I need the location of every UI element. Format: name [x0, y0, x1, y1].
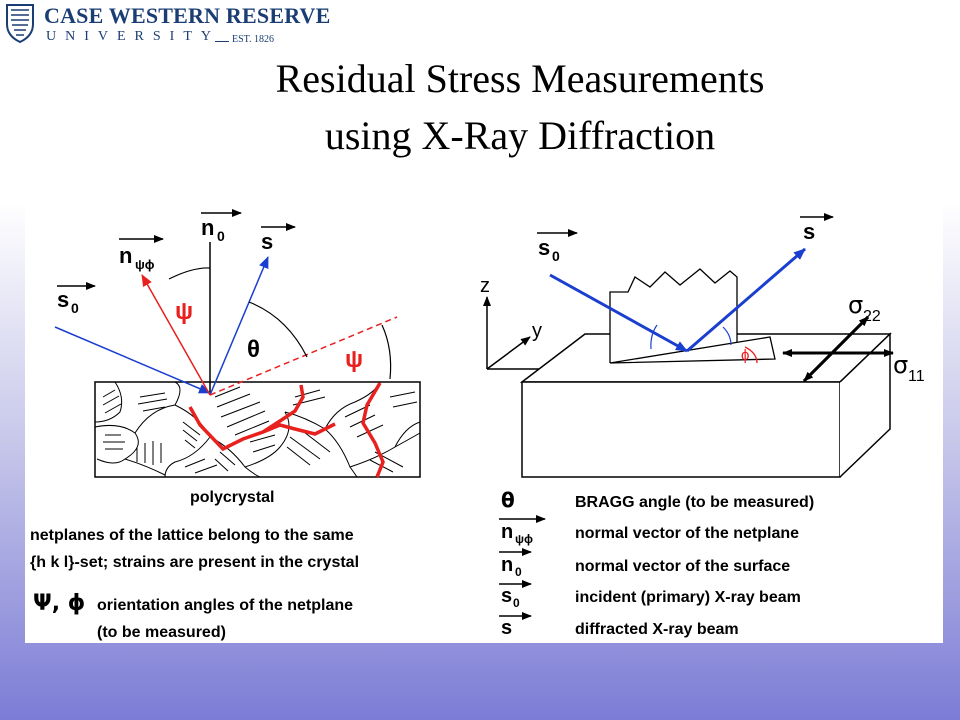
title-line-2: using X-Ray Diffraction [324, 113, 716, 158]
diffracted-beam-right [686, 247, 806, 353]
label-n0: n 0 [201, 209, 242, 244]
legend: θ BRAGG angle (to be measured) n ψϕ norm… [499, 488, 814, 639]
diffraction-plane [609, 268, 738, 363]
svg-text:s: s [261, 229, 273, 254]
diffracted-angle-arc [722, 326, 732, 346]
incident-angle-arc [650, 324, 658, 350]
svg-text:s: s [538, 235, 550, 260]
logo-name: CASE WESTERN RESERVE [44, 3, 331, 28]
svg-text:n: n [501, 554, 513, 576]
svg-text:s: s [501, 617, 512, 639]
svg-text:normal vector of the netplane: normal vector of the netplane [575, 525, 799, 542]
grain-boundaries [94, 381, 421, 478]
polycrystal-caption: polycrystal [190, 489, 274, 506]
svg-text:s: s [501, 585, 512, 607]
logo-university: UNIVERSITY [46, 29, 220, 44]
svg-text:0: 0 [552, 248, 560, 264]
svg-text:s: s [57, 287, 69, 312]
svg-text:normal vector of the surface: normal vector of the surface [575, 558, 790, 575]
legend-item-s0: s 0 incident (primary) X-ray beam [499, 580, 801, 610]
svg-text:0: 0 [217, 228, 225, 244]
svg-text:σ: σ [893, 351, 908, 379]
svg-text:ψϕ: ψϕ [515, 532, 533, 546]
label-psi-right: ψ [345, 346, 363, 373]
axis-label-y: y [532, 320, 542, 342]
logo-shield-icon [6, 4, 34, 44]
label-s0: s 0 [57, 282, 96, 316]
diffracted-beam [209, 256, 269, 396]
svg-text:11: 11 [908, 368, 925, 385]
specimen-diagram: z y x ϕ σ 22 σ 11 s 0 [480, 213, 925, 478]
orientation-note-line-2: (to be measured) [97, 624, 226, 641]
svg-text:ψϕ: ψϕ [135, 257, 155, 272]
incident-beam-right [549, 273, 688, 353]
psi-arc-upper [168, 267, 211, 280]
phi-arc [744, 346, 758, 364]
netplanes-note-line-2: {h k l}-set; strains are present in the … [30, 554, 359, 571]
svg-text:0: 0 [71, 300, 79, 316]
label-phi: ϕ [741, 347, 749, 364]
specimen-side-face [839, 332, 891, 478]
legend-item-theta: θ BRAGG angle (to be measured) [501, 488, 814, 512]
label-sigma11: σ 11 [893, 351, 925, 385]
legend-item-s: s diffracted X-ray beam [499, 612, 739, 639]
legend-item-n0: n 0 normal vector of the surface [499, 548, 790, 579]
svg-text:0: 0 [513, 596, 520, 610]
y-axis [486, 336, 531, 370]
university-logo: CASE WESTERN RESERVE UNIVERSITY EST. 182… [0, 0, 330, 52]
svg-text:θ: θ [501, 488, 515, 512]
title-line-1: Residual Stress Measurements [275, 56, 765, 101]
label-sigma22: σ 22 [848, 291, 881, 325]
label-n-psi-phi: n ψϕ [119, 235, 164, 272]
logo-est: EST. 1826 [232, 34, 275, 45]
orientation-note-line-1: orientation angles of the netplane [97, 597, 353, 614]
svg-text:22: 22 [863, 308, 881, 325]
tilted-plane-dashed [209, 316, 398, 396]
label-s0-right: s 0 [537, 229, 578, 264]
svg-text:incident (primary) X-ray beam: incident (primary) X-ray beam [575, 589, 801, 606]
svg-text:n: n [201, 215, 214, 240]
figure-svg: n ψϕ n 0 s s 0 ψ θ ψ polycrystal netplan… [30, 209, 925, 641]
svg-text:0: 0 [515, 565, 522, 579]
sigma22-arrow-b [802, 315, 870, 383]
svg-text:s: s [803, 219, 815, 244]
axis-label-z: z [480, 275, 490, 297]
label-theta: θ [247, 336, 260, 363]
red-netplane-boundaries [188, 382, 385, 478]
svg-text:BRAGG angle (to be measured): BRAGG angle (to be measured) [575, 494, 814, 511]
netplane-normal-line [141, 274, 211, 396]
theta-arc [248, 301, 308, 358]
svg-text:σ: σ [848, 291, 863, 319]
legend-item-n-psi-phi: n ψϕ normal vector of the netplane [499, 515, 799, 546]
specimen-front-face [521, 381, 841, 478]
netplanes-note-line-1: netplanes of the lattice belong to the s… [30, 527, 354, 544]
label-s-right: s [800, 213, 834, 244]
svg-text:n: n [501, 521, 513, 543]
logo-rule [215, 41, 229, 42]
label-s: s [261, 223, 296, 254]
label-psi-left: ψ [175, 298, 193, 325]
psi-arc-right [381, 324, 392, 380]
xrd-figure: n ψϕ n 0 s s 0 ψ θ ψ polycrystal netplan… [25, 197, 943, 643]
svg-text:n: n [119, 243, 132, 268]
svg-text:diffracted X-ray beam: diffracted X-ray beam [575, 621, 739, 638]
polycrystal-diagram: n ψϕ n 0 s s 0 ψ θ ψ polycrystal [54, 209, 421, 506]
incident-beam [54, 326, 211, 394]
psi-phi-symbol: Ψ, ϕ [33, 591, 85, 616]
